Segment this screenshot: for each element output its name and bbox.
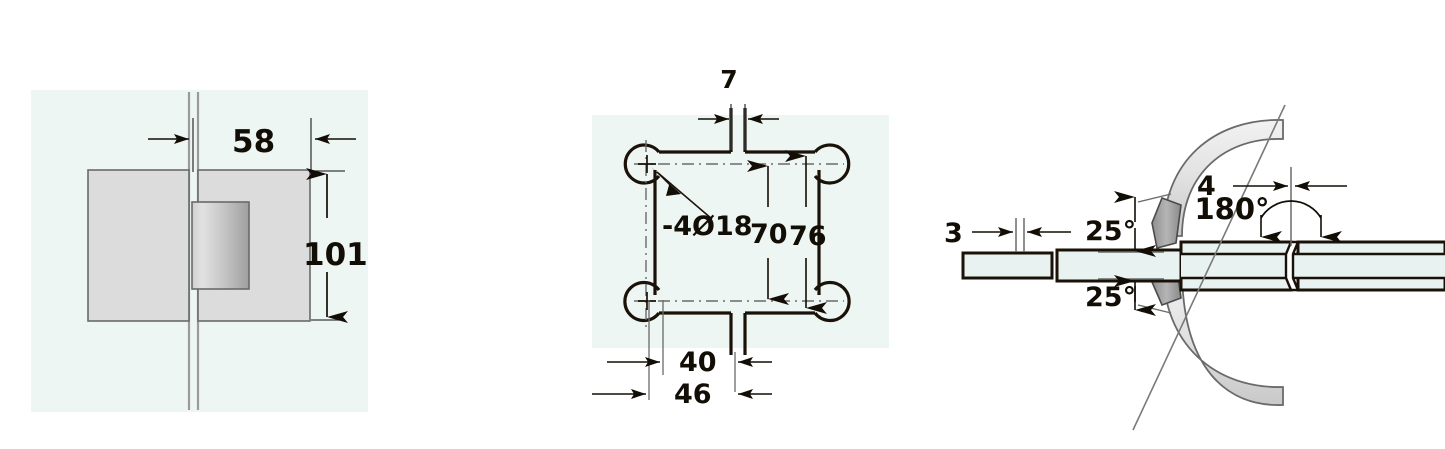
view2-dimension-40: 40 [607, 300, 772, 400]
view3-dimension-3: 3 [944, 218, 1071, 252]
view3-angle-25-top: 25° [1085, 191, 1172, 257]
view2-hole-centrelines [634, 140, 844, 330]
view2-dimension-46: 46 [592, 379, 772, 410]
view2-dimension-7: 7 [698, 65, 779, 150]
view3-pivot-seam [1284, 240, 1300, 292]
view1-dim-58-label: 58 [232, 124, 275, 160]
view2-dim-70-label: 70 [750, 219, 788, 250]
view1-dimension-58: 58 [148, 118, 356, 172]
view3-glass-pane-left-stub [961, 251, 1054, 280]
view2-hole-callout: -4Ø18 [651, 167, 753, 242]
view1-wall-plate [87, 169, 190, 322]
view2-hole-cross-marks [638, 155, 656, 310]
view3-clamp-wedge-top [1151, 196, 1182, 249]
view3-glass-core-band [1181, 254, 1445, 278]
view1-hinge-barrel [191, 201, 250, 290]
view2-dimension-76: 76 [785, 150, 827, 314]
view2-dimension-70: 70 [747, 160, 789, 305]
plate-plan-view: -4Ø18 7 70 76 40 [592, 65, 889, 410]
view1-dim-101-label: 101 [303, 237, 368, 273]
view3-angle-180: 180° [1194, 192, 1342, 243]
hinge-section-swing-view: 3 25° 25° 4 18 [944, 104, 1445, 431]
view2-background-panel [592, 115, 889, 348]
front-elevation-view: 58 101 [31, 90, 368, 412]
view3-swing-reference-line [1132, 104, 1286, 431]
view3-angle-25-bottom-label: 25° [1085, 282, 1136, 313]
view3-dim-4-label: 4 [1197, 171, 1216, 202]
view2-dim-76-label: 76 [789, 221, 827, 252]
view2-dim-7-label: 7 [720, 65, 737, 94]
view1-dimension-101: 101 [303, 168, 368, 323]
view2-hole-callout-label: -4Ø18 [662, 211, 753, 242]
view3-angle-25-bottom: 25° [1085, 275, 1172, 316]
view2-dim-46-label: 46 [674, 379, 712, 410]
view3-dimension-4: 4 [1197, 167, 1347, 246]
view3-angle-25-top-label: 25° [1085, 216, 1136, 247]
view2-dim-40-label: 40 [679, 347, 717, 378]
view3-angle-180-label: 180° [1194, 192, 1269, 226]
view3-dim-3-label: 3 [944, 218, 963, 249]
